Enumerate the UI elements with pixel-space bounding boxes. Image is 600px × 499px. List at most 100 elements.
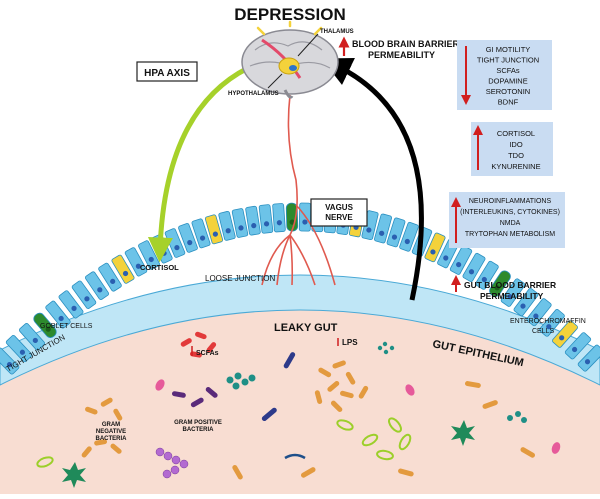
epithelial-cell: [58, 290, 84, 319]
cell-nucleus: [302, 219, 308, 225]
cell-nucleus: [520, 303, 526, 309]
hpa-axis-arrow: [147, 65, 250, 263]
bbb-line2: PERMEABILITY: [368, 50, 435, 60]
cocci-chain: [155, 447, 189, 479]
cell-nucleus: [430, 249, 436, 255]
gut-bbb-line1: GUT BLOOD BARRIER: [464, 280, 556, 290]
epithelial-cell: [191, 218, 211, 249]
gram-negative-line1: GRAM: [102, 422, 120, 428]
cortisol-label: CORTISOL: [140, 263, 179, 272]
cell-nucleus: [251, 223, 257, 229]
gram-positive-cluster: [171, 386, 218, 408]
box-up2-item: NEUROINFLAMMATIONS: [469, 198, 552, 205]
vagus-line1: VAGUS: [325, 203, 354, 212]
box-down-item: TIGHT JUNCTION: [477, 56, 539, 65]
box-down-bg: [457, 40, 552, 110]
hpa-axis-box: [136, 61, 198, 82]
epithelial-cell: [0, 347, 20, 375]
gram-negative-line3: BACTERIA: [96, 436, 128, 442]
box-up2-items: NEUROINFLAMMATIONS (INTERLEUKINS, CYTOKIN…: [460, 198, 560, 238]
epithelial-cell: [258, 204, 274, 234]
cell-nucleus: [238, 225, 244, 231]
hpa-axis-label: HPA AXIS: [144, 68, 190, 79]
leaky-gut-label: LEAKY GUT: [274, 322, 338, 334]
box-up1-item: CORTISOL: [497, 129, 535, 138]
cell-nucleus: [572, 346, 578, 353]
spiky-microbes: [62, 420, 475, 488]
cell-nucleus: [584, 359, 591, 365]
epithelial-cell: [526, 298, 552, 327]
cell-nucleus: [187, 239, 193, 246]
enterochromaffin-cell: [204, 214, 224, 245]
cell-nucleus: [443, 255, 449, 261]
epithelial-cell: [231, 208, 249, 238]
epithelial-cell: [577, 344, 600, 372]
epithelial-cell: [18, 323, 46, 351]
cell-nucleus: [174, 245, 180, 251]
box-down-item: SEROTONIN: [486, 87, 530, 96]
cell-nucleus: [559, 335, 565, 341]
epithelial-cell: [399, 221, 419, 252]
box-down-item: BDNF: [498, 98, 519, 107]
gram-positive-line1: GRAM POSITIVE: [174, 420, 222, 426]
epithelial-cell: [475, 260, 499, 290]
teal-cluster: [226, 341, 527, 423]
box-up2-bg: [449, 192, 565, 248]
cell-nucleus: [276, 220, 282, 226]
cell-nucleus: [507, 294, 513, 300]
enterochromaffin-cell: [424, 232, 446, 263]
cell-nucleus: [533, 313, 539, 319]
box-up1-bg: [471, 122, 553, 176]
epithelial-cell: [500, 278, 526, 307]
cell-nucleus: [379, 230, 385, 236]
cell-nucleus: [494, 285, 500, 291]
gram-negative-cluster: [81, 397, 123, 458]
goblet-cell: [489, 270, 511, 297]
bbb-line1: BLOOD BRAIN BARRIER: [352, 39, 459, 49]
epithelial-cell: [564, 332, 592, 360]
cell-nucleus: [6, 362, 13, 368]
cell-nucleus: [481, 276, 487, 283]
box-up2-item: NMDA: [500, 220, 521, 227]
goblet-cells-label: GOBLET CELLS: [40, 323, 93, 330]
cell-nucleus: [84, 296, 90, 302]
lps-bacteria-cluster: [314, 360, 369, 413]
scfas-cluster: [180, 331, 217, 358]
cell-nucleus: [263, 221, 270, 227]
green-ring-bacteria: [36, 417, 412, 468]
cell-nucleus: [135, 263, 141, 269]
box-down-item: SCFAs: [496, 66, 520, 75]
goblet-cell: [33, 312, 57, 338]
depression-rays: [256, 20, 323, 36]
box-down-item: DOPAMINE: [488, 77, 527, 86]
cell-nucleus: [546, 324, 552, 330]
cell-nucleus: [289, 219, 295, 225]
vagus-nerve: [261, 94, 336, 286]
cell-nucleus: [212, 231, 218, 237]
vagus-line2: NERVE: [325, 213, 353, 222]
cell-nucleus: [45, 326, 51, 332]
loose-junction-label: LOOSE JUNCTION: [205, 274, 275, 283]
enterochromaffin-line1: ENTEROCHROMAFFIN: [510, 318, 586, 325]
epithelial-cell: [374, 213, 392, 244]
cell-nucleus: [366, 227, 372, 233]
box-down-item: GI MOTILITY: [486, 45, 531, 54]
epithelial-cell: [178, 223, 198, 253]
epithelial-cell: [245, 205, 261, 236]
box-up1-item: KYNURENINE: [491, 162, 540, 171]
cell-nucleus: [32, 337, 38, 344]
lps-label: LPS: [342, 338, 358, 347]
box-up2-item: (INTERLEUKINS, CYTOKINES): [460, 209, 560, 216]
gram-positive-line2: BACTERIA: [183, 427, 215, 433]
cell-nucleus: [199, 235, 206, 241]
cell-nucleus: [468, 269, 475, 275]
brain: [241, 29, 339, 99]
enterochromaffin-cell: [552, 320, 578, 348]
box-down-items: GI MOTILITY TIGHT JUNCTIONSCFAsDOPAMINESE…: [477, 45, 539, 107]
cell-nucleus: [456, 262, 462, 268]
gut-epithelium-band: [0, 274, 600, 386]
cell-nucleus: [404, 238, 410, 245]
